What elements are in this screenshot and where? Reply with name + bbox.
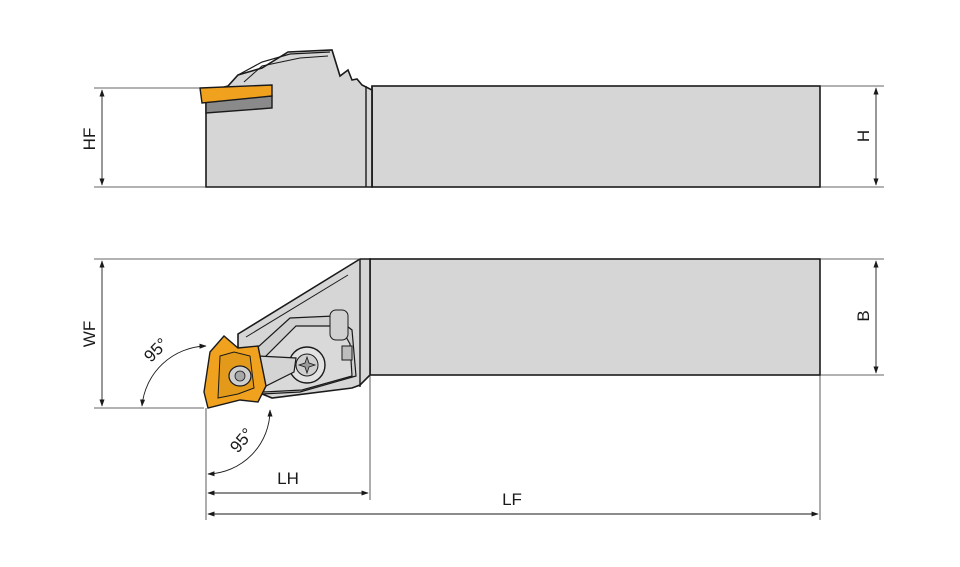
side-shank xyxy=(371,85,821,188)
hf-label: HF xyxy=(80,128,99,151)
h-dimension: H xyxy=(820,85,884,188)
lh-dimension: LH xyxy=(207,375,371,500)
upper-angle-label: 95° xyxy=(140,334,172,366)
top-view xyxy=(203,258,821,409)
wf-dimension: WF xyxy=(80,258,360,409)
side-insert xyxy=(199,84,273,104)
h-label: H xyxy=(854,130,873,142)
side-head xyxy=(205,49,373,188)
top-shank xyxy=(369,258,821,376)
side-view xyxy=(199,49,821,188)
lh-label: LH xyxy=(277,469,299,488)
lower-angle-label: 95° xyxy=(226,425,257,457)
upper-angle: 95° xyxy=(140,334,207,407)
b-label: B xyxy=(854,310,873,321)
b-dimension: B xyxy=(820,258,884,376)
hf-dimension: HF xyxy=(80,87,206,188)
lf-label: LF xyxy=(502,490,522,509)
wf-label: WF xyxy=(80,321,99,347)
lower-angle: 95° xyxy=(205,408,273,520)
lf-dimension: LF xyxy=(207,375,821,520)
